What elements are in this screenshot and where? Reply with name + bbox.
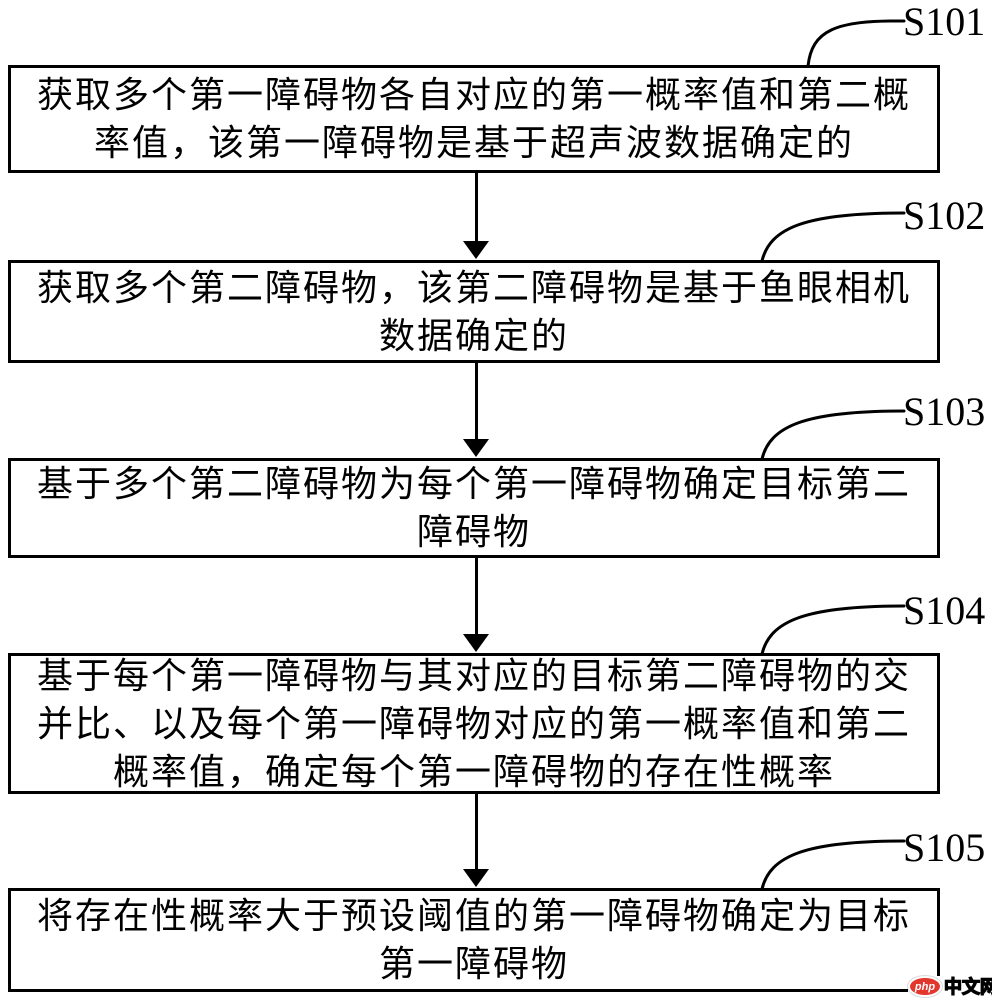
step-box-s104: 基于每个第一障碍物与其对应的目标第二障碍物的交 并比、以及每个第一障碍物对应的第…	[8, 653, 940, 794]
arrow-head	[463, 634, 489, 652]
leader-line-s101	[806, 19, 906, 67]
step-text-s102: 获取多个第二障碍物，该第二障碍物是基于鱼眼相机 数据确定的	[36, 267, 911, 356]
step-label-s104: S104	[903, 588, 986, 633]
php-badge-icon: php	[908, 976, 942, 997]
step-text-s103: 基于多个第二障碍物为每个第一障碍物确定目标第二 障碍物	[36, 464, 911, 552]
step-box-s102: 获取多个第二障碍物，该第二障碍物是基于鱼眼相机 数据确定的	[8, 260, 940, 363]
step-box-s103: 基于多个第二障碍物为每个第一障碍物确定目标第二 障碍物	[8, 458, 940, 558]
step-text-s105: 将存在性概率大于预设阈值的第一障碍物确定为目标 第一障碍物	[36, 896, 911, 984]
watermark-text: 中文网	[943, 976, 992, 997]
arrow-head	[463, 439, 489, 457]
step-text-s101: 获取多个第一障碍物各自对应的第一概率值和第二概 率值，该第一障碍物是基于超声波数…	[36, 75, 911, 163]
arrow-down-icon	[463, 792, 489, 887]
arrow-head	[463, 869, 489, 887]
step-label-s101: S101	[903, 0, 986, 44]
arrow-head	[463, 241, 489, 259]
arrow-stem	[474, 557, 478, 634]
leader-line-s102	[760, 211, 906, 262]
step-text-s104: 基于每个第一障碍物与其对应的目标第二障碍物的交 并比、以及每个第一障碍物对应的第…	[36, 655, 911, 792]
arrow-stem	[474, 362, 478, 439]
step-box-s105: 将存在性概率大于预设阈值的第一障碍物确定为目标 第一障碍物	[8, 888, 940, 992]
arrow-stem	[474, 792, 478, 869]
step-label-s102: S102	[903, 193, 986, 238]
leader-line-s103	[760, 409, 906, 460]
arrow-down-icon	[463, 362, 489, 457]
step-label-s103: S103	[903, 389, 986, 434]
watermark: php 中文网	[908, 976, 992, 997]
arrow-down-icon	[463, 172, 489, 259]
arrow-down-icon	[463, 557, 489, 652]
leader-line-s104	[760, 604, 906, 655]
step-label-s105: S105	[903, 825, 986, 870]
leader-line-s105	[760, 839, 906, 890]
arrow-stem	[474, 172, 478, 241]
step-box-s101: 获取多个第一障碍物各自对应的第一概率值和第二概 率值，该第一障碍物是基于超声波数…	[8, 65, 940, 173]
